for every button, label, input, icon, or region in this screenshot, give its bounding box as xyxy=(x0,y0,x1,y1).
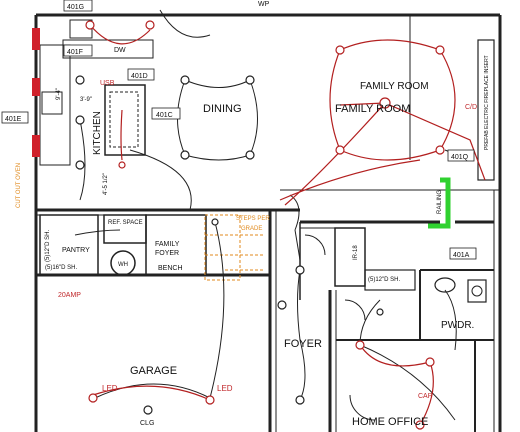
tag-401f: 401F xyxy=(67,49,83,56)
wh-label: WH xyxy=(118,262,128,268)
dining-label: DINING xyxy=(203,103,242,115)
wp-label: WP xyxy=(258,1,270,8)
tag-401g: 401G xyxy=(67,4,84,11)
family-foyer-label-2: FOYER xyxy=(155,250,179,257)
family-room-label: FAMILY ROOM xyxy=(335,103,410,115)
amp-label: 20AMP xyxy=(58,292,81,299)
dim-9-4: 9'-4" xyxy=(56,88,62,100)
shelf-label-pantry: (5)16"D SH. xyxy=(45,265,77,271)
fireplace-label: PREFAB ELECTRIC FIREPLACE INSERT xyxy=(484,55,490,150)
clg-label: CLG xyxy=(140,420,154,427)
usb-label: USB xyxy=(100,80,115,87)
kitchen-label: KITCHEN xyxy=(92,111,103,155)
tag-401e: 401E xyxy=(5,116,22,123)
shelf-label-left: (5)12"D SH. xyxy=(45,230,51,262)
led-left-label: LED xyxy=(102,384,118,393)
steps-label-1: STEPS PER xyxy=(236,216,270,222)
light-fixtures xyxy=(75,75,384,415)
cut-out-oven-label: CUT OUT OVEN xyxy=(16,163,22,208)
bench-label: BENCH xyxy=(158,265,183,272)
shelf-label-right: (5)12"D SH. xyxy=(368,277,400,283)
cap-label: CAP xyxy=(418,393,433,400)
tag-401c: 401C xyxy=(156,112,173,119)
walls xyxy=(34,13,502,432)
tag-401q: 401Q xyxy=(451,154,469,161)
steps-label-2: GRADE xyxy=(241,226,262,232)
red-wall-marks xyxy=(32,28,40,157)
home-office-label: HOME OFFICE xyxy=(352,416,428,428)
dw-label: DW xyxy=(114,47,126,54)
led-right-label: LED xyxy=(217,384,233,393)
railing-mark xyxy=(428,177,451,229)
ref-space-label: REF. SPACE xyxy=(108,220,143,226)
black-wiring xyxy=(74,9,466,421)
tag-boxes xyxy=(1,0,477,260)
pwdr-label: PWDR. xyxy=(441,320,474,331)
ir-label: IR-18 xyxy=(353,245,359,260)
garage-label: GARAGE xyxy=(130,365,177,377)
dim-3-9: 3'-9" xyxy=(80,97,92,103)
foyer-label: FOYER xyxy=(284,338,322,350)
family-foyer-label-1: FAMILY xyxy=(155,241,180,248)
red-fixtures xyxy=(85,20,445,430)
steps-per-grade xyxy=(204,214,265,281)
cd-label: C/D xyxy=(465,104,477,111)
railing-label: RAILING xyxy=(437,190,443,214)
family-room-label-upper: FAMILY ROOM xyxy=(360,81,429,92)
tag-401d: 401D xyxy=(131,73,148,80)
red-wiring xyxy=(89,24,486,426)
pantry-label: PANTRY xyxy=(62,247,90,254)
tag-401a: 401A xyxy=(453,252,470,259)
dim-4-5: 4'-5 1/2" xyxy=(103,173,109,195)
